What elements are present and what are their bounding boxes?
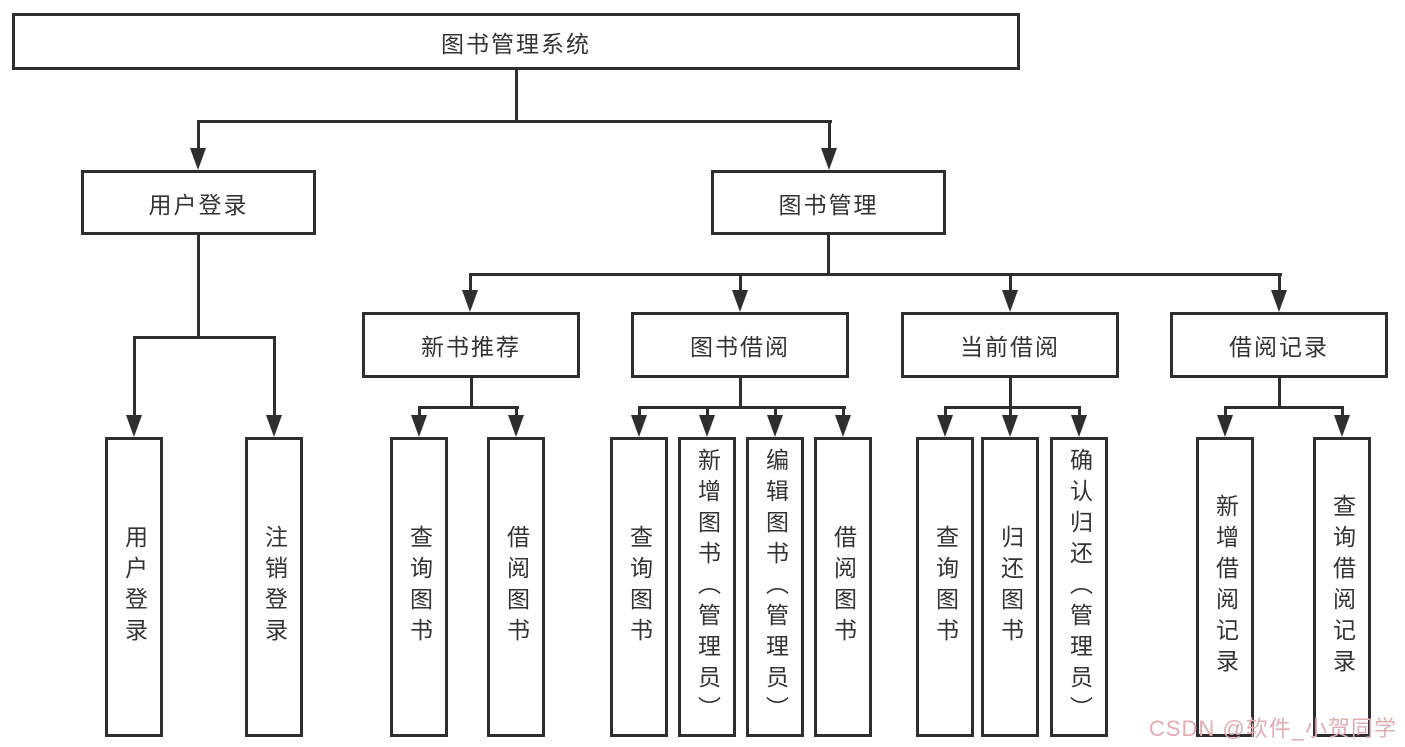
connector-hline xyxy=(944,406,1081,409)
node-label: 借阅图书 xyxy=(503,525,530,649)
node-label: 确认归还（管理员） xyxy=(1066,447,1093,727)
connector-hline xyxy=(418,406,519,409)
arrowhead-down-icon xyxy=(937,415,953,437)
arrowhead-down-icon xyxy=(1002,290,1018,312)
arrowhead-down-icon xyxy=(1002,415,1018,437)
node-label: 编辑图书（管理员） xyxy=(762,447,789,727)
connector-vline xyxy=(1224,406,1227,415)
node-current-borrowing: 当前借阅 xyxy=(901,312,1119,378)
node-label: 用户登录 xyxy=(148,191,249,218)
arrowhead-down-icon xyxy=(508,415,524,437)
csdn-watermark: CSDN @软件_小贺同学 xyxy=(1148,716,1397,741)
connector-vline xyxy=(706,406,709,415)
node-borrowing-records: 借阅记录 xyxy=(1170,312,1388,378)
node-new-book-recommendation: 新书推荐 xyxy=(362,312,580,378)
node-label: 查询图书 xyxy=(626,525,653,649)
leaf-logout: 注销登录 xyxy=(245,437,303,737)
node-label: 图书管理系统 xyxy=(441,30,591,57)
arrowhead-down-icon xyxy=(190,148,206,170)
node-label: 查询借阅记录 xyxy=(1329,494,1356,680)
node-label: 查询图书 xyxy=(932,525,959,649)
connector-vline xyxy=(1341,406,1344,415)
connector-vline xyxy=(1009,406,1012,415)
connector-vline xyxy=(828,120,831,148)
connector-vline xyxy=(638,406,641,415)
connector-hline xyxy=(197,120,832,123)
leaf-user-login: 用户登录 xyxy=(105,437,163,737)
leaf-query-books: 查询图书 xyxy=(916,437,974,737)
leaf-add-borrow-record: 新增借阅记录 xyxy=(1196,437,1254,737)
connector-hline xyxy=(133,336,276,339)
arrowhead-down-icon xyxy=(631,415,647,437)
node-book-management: 图书管理 xyxy=(711,170,946,235)
connector-vline xyxy=(133,336,136,415)
arrowhead-down-icon xyxy=(732,290,748,312)
connector-vline xyxy=(739,273,742,290)
leaf-query-borrow-record: 查询借阅记录 xyxy=(1313,437,1371,737)
connector-vline xyxy=(273,336,276,415)
arrowhead-down-icon xyxy=(1071,415,1087,437)
connector-vline xyxy=(470,378,473,406)
connector-vline xyxy=(1278,378,1281,406)
connector-vline xyxy=(515,406,518,415)
node-label: 归还图书 xyxy=(997,525,1024,649)
arrowhead-down-icon xyxy=(462,290,478,312)
connector-vline xyxy=(1078,406,1081,415)
connector-vline xyxy=(739,378,742,406)
node-label: 图书管理 xyxy=(778,191,879,218)
node-user-login: 用户登录 xyxy=(81,170,316,235)
leaf-query-books: 查询图书 xyxy=(610,437,668,737)
connector-vline xyxy=(944,406,947,415)
leaf-query-books: 查询图书 xyxy=(390,437,448,737)
arrowhead-down-icon xyxy=(126,415,142,437)
arrowhead-down-icon xyxy=(699,415,715,437)
arrowhead-down-icon xyxy=(821,148,837,170)
connector-vline xyxy=(418,406,421,415)
connector-hline xyxy=(1224,406,1344,409)
node-label: 图书借阅 xyxy=(690,334,790,360)
connector-vline xyxy=(1278,273,1281,290)
connector-hline xyxy=(638,406,846,409)
arrowhead-down-icon xyxy=(1334,415,1350,437)
connector-hline xyxy=(469,273,1282,276)
node-label: 新增借阅记录 xyxy=(1212,494,1239,680)
node-library-management-system: 图书管理系统 xyxy=(12,13,1020,70)
node-label: 新增图书（管理员） xyxy=(694,447,721,727)
arrowhead-down-icon xyxy=(835,415,851,437)
arrowhead-down-icon xyxy=(266,415,282,437)
node-label: 当前借阅 xyxy=(960,334,1060,360)
connector-vline xyxy=(469,273,472,290)
leaf-return-books: 归还图书 xyxy=(981,437,1039,737)
arrowhead-down-icon xyxy=(767,415,783,437)
leaf-edit-books-admin: 编辑图书（管理员） xyxy=(746,437,804,737)
node-label: 查询图书 xyxy=(406,525,433,649)
arrowhead-down-icon xyxy=(1217,415,1233,437)
connector-vline xyxy=(1009,378,1012,406)
connector-vline xyxy=(774,406,777,415)
node-label: 借阅记录 xyxy=(1229,334,1329,360)
node-book-borrowing: 图书借阅 xyxy=(631,312,849,378)
connector-vline xyxy=(842,406,845,415)
leaf-add-books-admin: 新增图书（管理员） xyxy=(678,437,736,737)
leaf-confirm-return-admin: 确认归还（管理员） xyxy=(1050,437,1108,737)
node-label: 注销登录 xyxy=(261,525,288,649)
connector-vline xyxy=(827,235,830,273)
leaf-borrow-books: 借阅图书 xyxy=(814,437,872,737)
connector-vline xyxy=(1009,273,1012,290)
connector-vline xyxy=(515,70,518,120)
node-label: 用户登录 xyxy=(121,525,148,649)
leaf-borrow-books: 借阅图书 xyxy=(487,437,545,737)
connector-vline xyxy=(197,235,200,336)
arrowhead-down-icon xyxy=(1271,290,1287,312)
arrowhead-down-icon xyxy=(411,415,427,437)
connector-vline xyxy=(197,120,200,148)
node-label: 新书推荐 xyxy=(421,334,521,360)
node-label: 借阅图书 xyxy=(830,525,857,649)
